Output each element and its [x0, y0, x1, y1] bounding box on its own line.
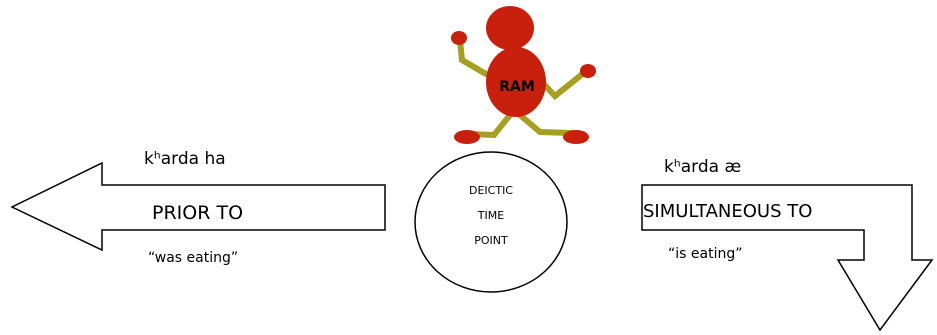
center-line-2: TIME [477, 209, 504, 222]
left-form: kʰarda ha [144, 149, 226, 169]
right-form: kʰarda æ [664, 157, 741, 177]
figure-head [486, 6, 534, 50]
figure-body [486, 47, 546, 117]
stick-figure: RAM [451, 6, 596, 144]
right-relation: SIMULTANEOUS TO [643, 201, 812, 222]
center-line-3: POINT [474, 234, 508, 247]
left-gloss: “was eating” [148, 250, 238, 266]
left-arrow [10, 161, 386, 252]
right-arm [537, 69, 588, 101]
left-relation: PRIOR TO [152, 202, 243, 224]
right-gloss: “is eating” [668, 246, 742, 262]
left-arm [457, 37, 489, 77]
figure-label: RAM [499, 79, 535, 95]
center-line-1: DEICTIC [469, 184, 513, 197]
deictic-time-point-circle [414, 151, 568, 293]
right-bent-arrow [641, 184, 934, 332]
right-hand [580, 64, 596, 78]
left-hand [451, 31, 467, 45]
right-leg [517, 112, 575, 136]
left-foot [454, 130, 480, 144]
right-foot [563, 130, 589, 144]
